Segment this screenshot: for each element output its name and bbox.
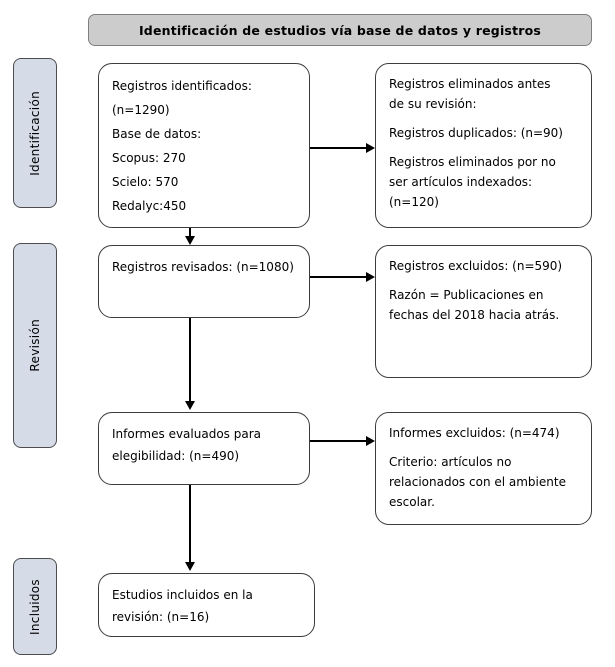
box-informes-excluidos: Informes excluidos: (n=474) Criterio: ar… — [375, 412, 592, 525]
box-line: Estudios incluidos en la — [112, 588, 253, 602]
connector-identificados-to-eliminados — [310, 147, 368, 149]
connector-revisados-to-excluidos — [310, 276, 368, 278]
box-line: Base de datos: — [112, 127, 202, 141]
box-line: Razón = Publicaciones en — [389, 288, 544, 302]
connector-evaluados-to-excluidos-informes — [310, 440, 368, 442]
box-line: Registros revisados: (n=1080) — [112, 260, 294, 274]
arrow-right-icon — [366, 272, 375, 282]
stage-label-incluidos-text: Incluidos — [28, 578, 42, 635]
arrow-down-icon — [185, 562, 195, 571]
box-line: Informes evaluados para — [112, 427, 261, 441]
box-estudios-incluidos: Estudios incluidos en la revisión: (n=16… — [98, 573, 315, 637]
box-line: elegibilidad: (n=490) — [112, 449, 240, 463]
box-line: fechas del 2018 hacia atrás. — [389, 308, 560, 322]
box-informes-evaluados: Informes evaluados para elegibilidad: (n… — [98, 412, 310, 485]
box-line: relacionados con el ambiente — [389, 475, 566, 489]
box-line: Registros excluidos: (n=590) — [389, 259, 563, 273]
stage-label-identificacion: Identificación — [13, 58, 57, 208]
box-line: (n=1290) — [112, 103, 170, 117]
connector-revisados-to-evaluados — [189, 318, 191, 403]
box-line-spacer — [389, 443, 578, 452]
box-line: Criterio: artículos no — [389, 455, 512, 469]
box-line-spacer — [389, 114, 578, 123]
stage-label-revision: Revisión — [13, 243, 57, 448]
box-registros-revisados: Registros revisados: (n=1080) — [98, 245, 310, 318]
box-line: de su revisión: — [389, 97, 477, 111]
box-registros-identificados: Registros identificados: (n=1290) Base d… — [98, 63, 310, 228]
box-registros-excluidos: Registros excluidos: (n=590) Razón = Pub… — [375, 245, 592, 378]
connector-identificados-to-revisados — [189, 228, 191, 238]
stage-label-revision-text: Revisión — [28, 319, 42, 372]
box-line: Registros eliminados por no — [389, 155, 556, 169]
box-line-spacer — [389, 276, 578, 285]
box-registros-eliminados-antes: Registros eliminados antes de su revisió… — [375, 63, 592, 228]
arrow-right-icon — [366, 436, 375, 446]
box-line: escolar. — [389, 495, 435, 509]
box-line: Informes excluidos: (n=474) — [389, 426, 560, 440]
stage-label-incluidos: Incluidos — [13, 558, 57, 655]
diagram-header-banner: Identificación de estudios vía base de d… — [88, 14, 592, 46]
stage-label-identificacion-text: Identificación — [28, 90, 42, 176]
box-line: Registros identificados: — [112, 79, 252, 93]
box-line-spacer — [389, 143, 578, 152]
box-line: (n=120) — [389, 195, 439, 209]
box-line: revisión: (n=16) — [112, 610, 210, 624]
box-line: Scopus: 270 — [112, 151, 186, 165]
box-line: Scielo: 570 — [112, 175, 179, 189]
box-line: Registros duplicados: (n=90) — [389, 126, 563, 140]
diagram-title: Identificación de estudios vía base de d… — [138, 22, 542, 38]
connector-evaluados-to-incluidos — [189, 485, 191, 564]
arrow-down-icon — [185, 401, 195, 410]
box-line: Redalyc:450 — [112, 199, 187, 213]
arrow-right-icon — [366, 143, 375, 153]
box-line: Registros eliminados antes — [389, 77, 551, 91]
box-line: ser artículos indexados: — [389, 175, 533, 189]
arrow-down-icon — [185, 236, 195, 245]
